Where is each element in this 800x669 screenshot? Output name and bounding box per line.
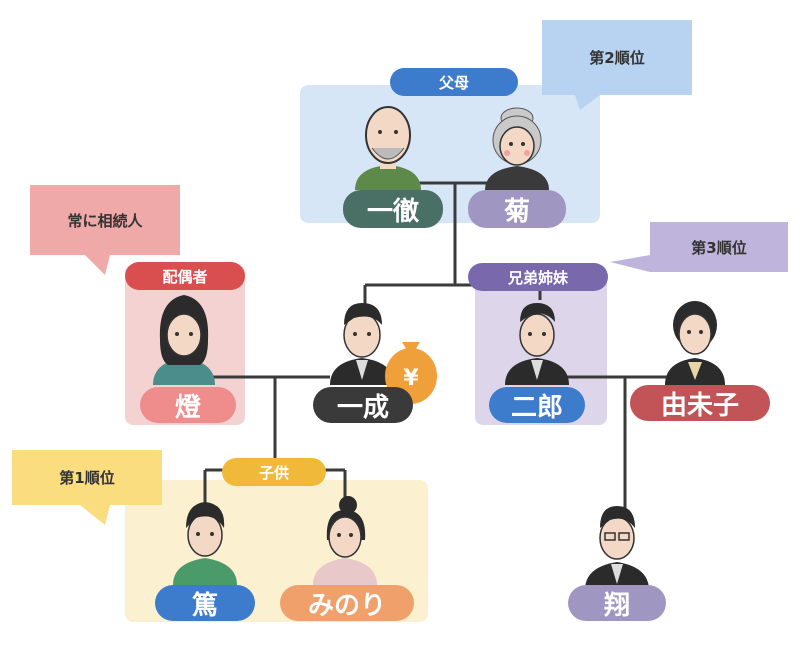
brother-name: 二郎 [489, 387, 585, 423]
child1-name: 篤 [155, 585, 255, 621]
callout-rank2: 第2順位 [542, 20, 692, 95]
father-name: 一徹 [343, 190, 443, 228]
callout-rank1-text: 第1順位 [59, 469, 115, 487]
spouse-group-header: 配偶者 [125, 262, 245, 290]
child2-name: みのり [280, 585, 414, 621]
callout-always-heir-text: 常に相続人 [67, 211, 143, 230]
nephew-name: 翔 [568, 585, 666, 621]
callout-rank3: 第3順位 [650, 222, 788, 272]
yen-symbol: ¥ [403, 366, 419, 391]
parents-group-header: 父母 [390, 68, 518, 96]
callout-rank2-text: 第2順位 [589, 49, 645, 67]
siblings-group-header: 兄弟姉妹 [468, 263, 608, 291]
callout-rank3-text: 第3順位 [691, 238, 747, 257]
brother-wife-name: 由未子 [630, 385, 770, 421]
mother-name: 菊 [468, 190, 566, 228]
callout-rank1: 第1順位 [12, 450, 162, 505]
children-group-header: 子供 [222, 458, 326, 486]
callout-always-heir: 常に相続人 [30, 185, 180, 255]
deceased-name: 一成 [313, 387, 413, 423]
spouse-name: 燈 [140, 387, 236, 423]
